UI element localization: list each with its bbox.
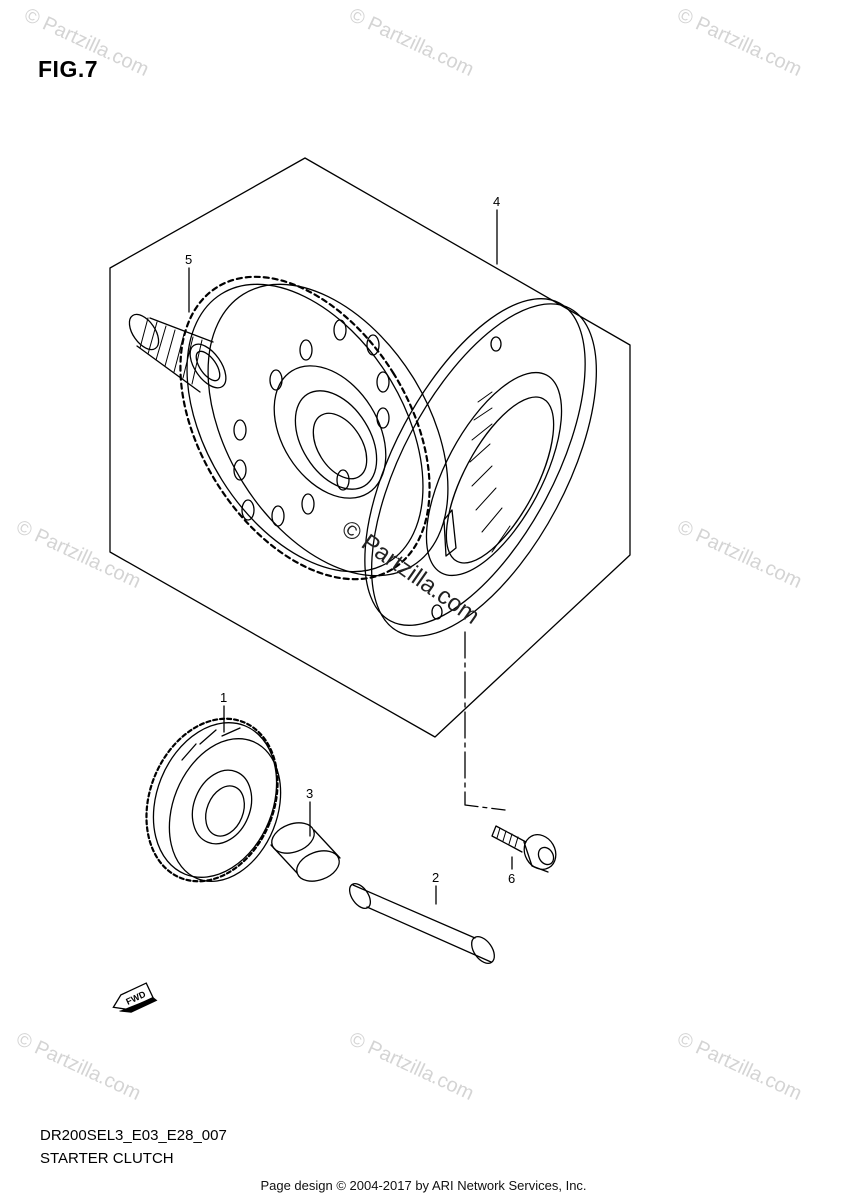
assembly-outline: [109, 157, 631, 738]
shaft-drawing: [348, 882, 495, 964]
one-way-clutch-drawing: [364, 298, 598, 637]
bolt-guide-line: [464, 631, 506, 811]
figure-title: FIG.7: [38, 56, 99, 82]
starter-gear-drawing: [179, 275, 449, 581]
idle-gear-drawing: [145, 717, 282, 883]
callout-5: 5: [185, 252, 192, 267]
fwd-arrow-icon: FWD: [112, 982, 158, 1013]
diagram-code: DR200SEL3_E03_E28_007: [40, 1127, 227, 1144]
diagram-name: STARTER CLUTCH: [40, 1150, 174, 1167]
callout-4: 4: [493, 194, 500, 209]
callout-1: 1: [220, 690, 227, 705]
bushing-drawing: [270, 822, 341, 882]
page-footer: Page design © 2004-2017 by ARI Network S…: [260, 1178, 587, 1193]
bolt-drawing: [491, 825, 557, 873]
callout-6: 6: [508, 871, 515, 886]
needle-bearing-drawing: [128, 313, 227, 393]
callout-3: 3: [306, 786, 313, 801]
callout-2: 2: [432, 870, 439, 885]
